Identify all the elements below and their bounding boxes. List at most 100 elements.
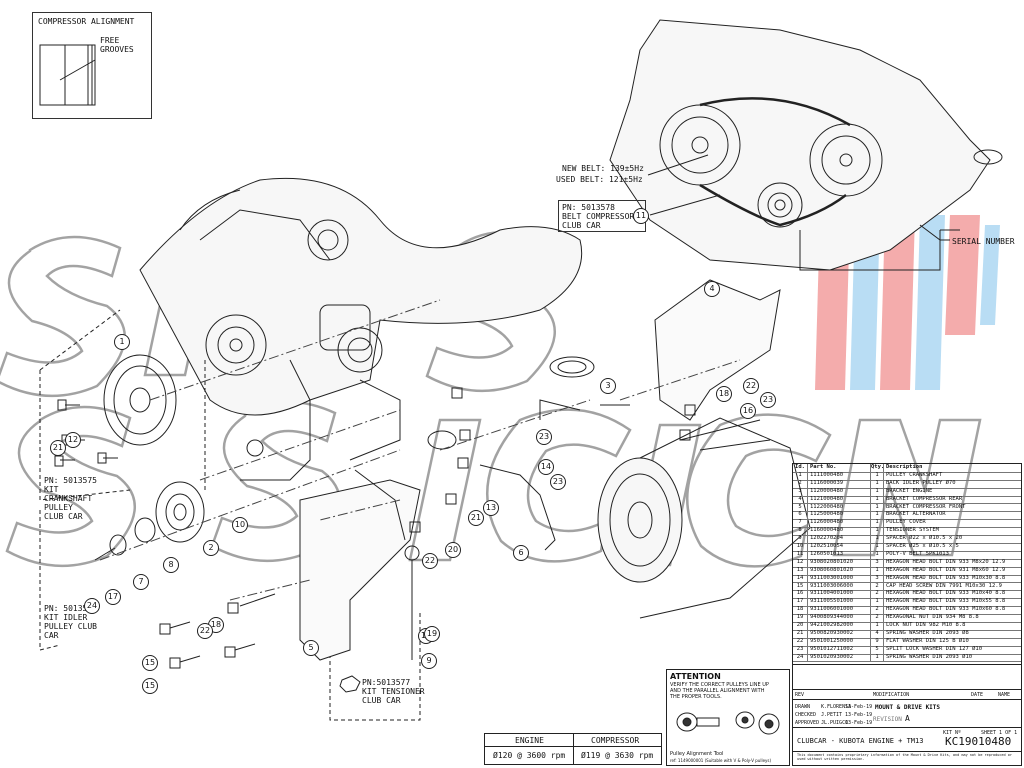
callout-balloon: 6	[513, 545, 529, 561]
part-number: 9500820930002	[808, 629, 871, 638]
part-description: BRACKET COMPRESSOR FRONT	[886, 503, 966, 510]
callout-balloon: 23	[550, 474, 566, 490]
part-id: 23	[793, 645, 808, 654]
callout-balloon: 22	[743, 378, 759, 394]
idler-kit-label: PN: 5013576 KIT IDLER PULLEY CLUB CAR	[44, 604, 97, 640]
part-number: 9308020801020	[808, 558, 871, 567]
callout-balloon: 5	[303, 640, 319, 656]
part-number: 9501001250000	[808, 637, 871, 646]
part-qty: 1	[871, 535, 884, 543]
compressor-speed: Ø119 @ 3630 rpm	[581, 751, 654, 760]
copyright-footer: This document contains proprietary infor…	[797, 753, 1012, 761]
callout-balloon: 18	[716, 386, 732, 402]
revision-value: A	[905, 714, 910, 723]
part-description: HEXAGONAL NUT DIN 934 M8 8.8	[886, 614, 979, 621]
part-id: 19	[793, 614, 808, 622]
callout-balloon: 15	[142, 678, 158, 694]
kit-no-label: KIT Nº	[943, 730, 962, 736]
revision-label: REVISION	[873, 716, 902, 723]
part-id: 5	[793, 503, 808, 512]
sheet-label: SHEET 1 OF 1	[981, 730, 1018, 736]
tool-label: Pulley Alignment Tool	[670, 751, 724, 757]
free-grooves-label: FREE GROOVES	[100, 36, 134, 54]
part-qty: 1	[871, 566, 884, 575]
part-id: 17	[793, 598, 808, 607]
attention-text: VERIFY THE CORRECT PULLEYS LINE UP AND T…	[670, 682, 769, 700]
part-id: 24	[793, 653, 808, 662]
part-description: FLAT WASHER DIN 125 B Ø10	[886, 637, 969, 644]
part-id: 12	[793, 558, 808, 567]
callout-balloon: 24	[84, 598, 100, 614]
callout-balloon: 15	[142, 655, 158, 671]
compressor-label: COMPRESSOR	[591, 736, 640, 745]
attention-title: ATTENTION	[670, 672, 721, 681]
part-qty: 1	[871, 511, 884, 520]
callout-balloon: 21	[50, 440, 66, 456]
part-qty: 1	[871, 503, 884, 512]
callout-balloon: 9	[421, 653, 437, 669]
serial-number-label: SERIAL NUMBER	[952, 237, 1015, 246]
belt-pn-label: PN: 5013578	[562, 203, 615, 212]
part-id: 22	[793, 637, 808, 646]
category-label: MOUNT & DRIVE KITS	[875, 704, 941, 711]
part-description: SPRING WASHER DIN 2093 Ø10	[886, 653, 973, 660]
compressor-alignment-title: COMPRESSOR ALIGNMENT	[38, 17, 135, 26]
checked-label: CHECKED	[795, 712, 817, 718]
callout-balloon: 21	[468, 510, 484, 526]
callout-balloon: 22	[422, 553, 438, 569]
part-description: CAP HEAD SCREW DIN 7991 M10x30 12.9	[886, 582, 1002, 589]
name-header: NAME	[998, 692, 1011, 698]
part-qty: 1	[871, 598, 884, 607]
part-number: 1121000480	[808, 495, 871, 504]
part-number: 1116000039	[808, 479, 871, 488]
part-qty: 1	[871, 471, 884, 480]
checked-by: J.PETIT	[821, 712, 843, 718]
modification-header: MODIFICATION	[873, 692, 910, 698]
part-id: 11	[793, 550, 808, 559]
part-id: 1	[793, 471, 808, 480]
part-id: 16	[793, 590, 808, 599]
part-id: 8	[793, 527, 808, 536]
part-description: SPLIT LOCK WASHER DIN 127 Ø10	[886, 645, 983, 652]
belt-name-label: BELT COMPRESSOR CLUB CAR	[562, 212, 635, 230]
part-description: SPACER Ø22 x Ø10.5 x 20	[886, 535, 963, 542]
part-qty: 9	[871, 637, 884, 646]
part-qty: 2	[871, 582, 884, 591]
callout-balloon: 20	[445, 542, 461, 558]
part-qty: 1	[871, 543, 884, 551]
part-id: 4	[793, 495, 808, 504]
callout-balloon: 16	[740, 403, 756, 419]
callout-balloon: 13	[483, 500, 499, 516]
rev-header: REV	[795, 692, 805, 698]
drawn-by: K.FLORENSA	[821, 704, 852, 710]
callout-balloon: 4	[704, 281, 720, 297]
checked-date: 13-Feb-19	[845, 712, 873, 718]
part-description: HEXAGON HEAD BOLT DIN 933 M10x55 8.8	[886, 598, 1006, 605]
part-qty: 1	[871, 487, 884, 496]
callout-balloon: 2	[203, 540, 219, 556]
part-qty: 1	[871, 622, 884, 630]
part-id: 20	[793, 622, 808, 630]
approved-by: JL.PUIGCO	[821, 720, 849, 726]
part-qty: 1	[871, 495, 884, 504]
part-number: 9400809344000	[808, 614, 871, 622]
part-description: HEXAGON HEAD BOLT DIN 933 M10x40 8.8	[886, 590, 1006, 597]
approved-label: APPROVED	[795, 720, 820, 726]
part-description: HEXAGON HEAD BOLT DIN 931 M8x60 12.9	[886, 566, 1006, 573]
title-block: REV MODIFICATION DATE NAME DRAWN K.FLORE…	[792, 663, 1022, 766]
part-qty: 2	[871, 614, 884, 622]
